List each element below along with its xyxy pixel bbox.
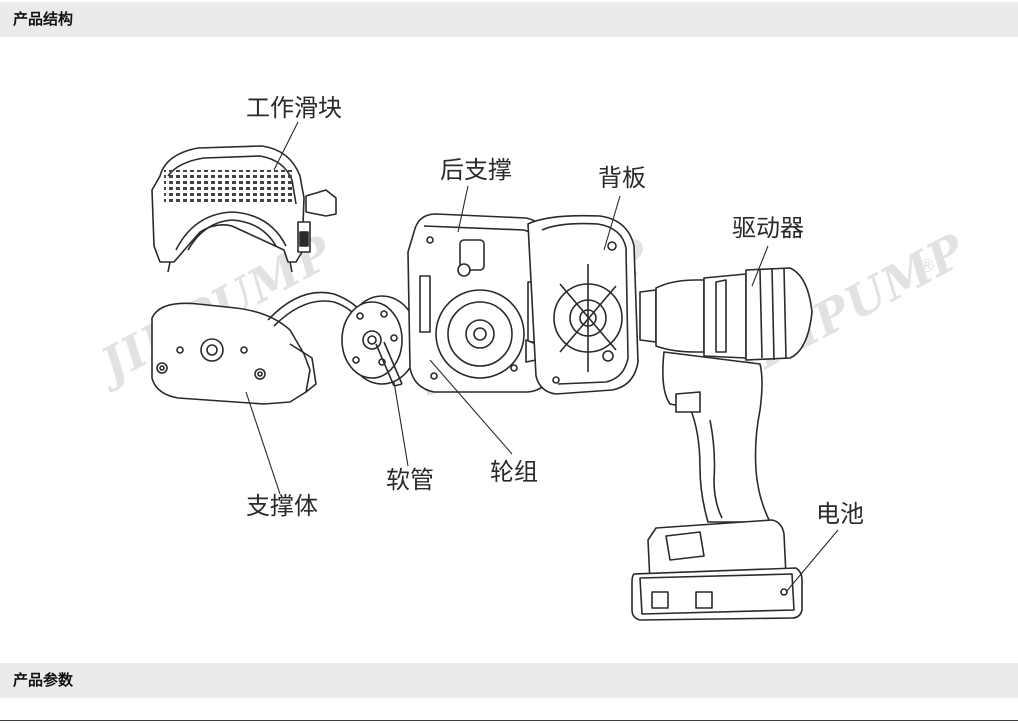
leader-driver xyxy=(751,245,769,287)
back-plate-part xyxy=(527,214,639,395)
battery-part xyxy=(631,567,803,621)
driver-part xyxy=(639,267,813,583)
rear-support-part xyxy=(407,213,553,393)
registered-mark: ® xyxy=(918,256,936,277)
work-slider-part xyxy=(151,145,337,273)
support-body-part xyxy=(151,302,317,405)
label-back-plate: 背板 xyxy=(598,164,646,192)
leader-hose xyxy=(393,381,409,467)
label-support-body: 支撑体 xyxy=(246,492,318,520)
label-roller-group: 轮组 xyxy=(490,458,538,486)
label-rear-support: 后支撑 xyxy=(440,156,512,184)
leader-roller-group xyxy=(429,359,513,455)
roller-group-part xyxy=(341,295,419,387)
section-header-structure: 产品结构 xyxy=(0,2,1018,37)
section-title-structure: 产品结构 xyxy=(13,10,74,28)
bottom-divider xyxy=(0,720,1018,721)
leader-lines xyxy=(245,121,839,593)
leader-battery xyxy=(785,529,839,593)
section-header-params: 产品参数 xyxy=(0,663,1018,698)
leader-back-plate xyxy=(603,195,621,251)
leader-rear-support xyxy=(457,185,469,233)
section-title-params: 产品参数 xyxy=(13,671,74,689)
label-hose: 软管 xyxy=(386,466,434,494)
exploded-view-diagram: JIHPUMP JIHPUMP JIHPUMP ® xyxy=(85,94,975,621)
label-battery: 电池 xyxy=(816,500,864,528)
label-work-slider: 工作滑块 xyxy=(246,94,342,122)
leader-work-slider xyxy=(273,121,299,171)
label-driver: 驱动器 xyxy=(732,214,804,242)
leader-support-body xyxy=(245,391,281,495)
